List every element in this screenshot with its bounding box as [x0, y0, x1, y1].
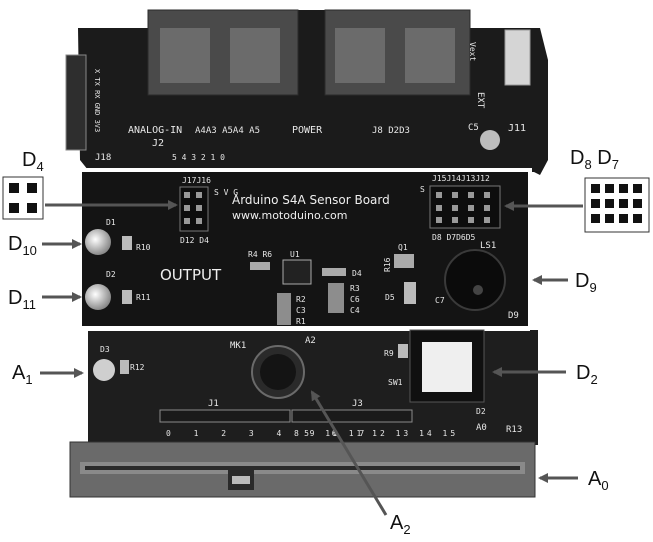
label-j3: J3 — [352, 399, 363, 409]
capacitor-c5 — [480, 130, 500, 150]
label-j2-pins: 5 4 3 2 1 0 — [172, 153, 225, 162]
smd-column-right — [328, 283, 344, 313]
arrow-a2 — [310, 390, 388, 516]
header-d8-d5-pins — [429, 185, 501, 229]
label-ls1: LS1 — [480, 241, 496, 251]
buzzer-ls1 — [444, 249, 506, 311]
label-c4: C4 — [350, 306, 360, 315]
buzzer-hole — [473, 285, 483, 295]
label-d3: D3 — [100, 345, 110, 354]
diode-d5 — [404, 282, 416, 304]
label-u1: U1 — [290, 250, 300, 259]
label-j8: J8 D2D3 — [372, 126, 410, 136]
diode-d4 — [322, 268, 346, 276]
label-r13: R13 — [506, 425, 522, 435]
label-d4: D4 — [352, 269, 362, 278]
board-title: Arduino S4A Sensor Board — [232, 193, 390, 207]
smd-column — [277, 293, 291, 325]
label-j2: J2 — [152, 138, 164, 149]
label-c3: C3 — [296, 306, 306, 315]
callout-d10: D10 — [8, 233, 37, 258]
label-d1: D1 — [106, 218, 116, 227]
resistor-r10 — [122, 236, 132, 250]
label-r16: R16 — [383, 257, 392, 272]
label-r11: R11 — [136, 293, 151, 302]
label-d8d5: D8 D7D6D5 — [432, 233, 476, 242]
screw-terminal-left — [147, 9, 299, 96]
label-r4r6: R4 R6 — [248, 250, 272, 259]
label-c6: C6 — [350, 295, 360, 304]
led-d1 — [85, 229, 111, 255]
label-r2: R2 — [296, 295, 306, 304]
header-d4-pins — [179, 186, 209, 232]
label-r3: R3 — [350, 284, 360, 293]
screw-terminal-right — [324, 9, 471, 96]
pin-pattern-2x3-icon — [2, 176, 44, 220]
label-j1: J1 — [208, 399, 219, 409]
header-j3 — [291, 409, 413, 423]
callout-d4: D4 — [22, 149, 44, 174]
header-j1 — [159, 409, 291, 423]
label-mk1: MK1 — [230, 341, 246, 351]
push-button-cap — [422, 342, 472, 392]
microphone-core — [260, 354, 296, 390]
connector-j18 — [65, 54, 87, 151]
pin-pattern-4x3-icon — [584, 177, 650, 233]
callout-a0: A0 — [588, 468, 609, 493]
label-j16-block: J17J16 — [182, 176, 211, 185]
label-d5: D5 — [385, 293, 395, 302]
callout-d2: D2 — [576, 362, 598, 387]
label-analog-header: ANALOG-IN — [128, 125, 182, 136]
label-svg-left: S V G — [214, 188, 238, 197]
label-j11: J11 — [508, 123, 526, 134]
callout-a2: A2 — [390, 512, 411, 537]
label-d2-switch: D2 — [476, 407, 486, 416]
label-d9: D9 — [508, 311, 519, 321]
output-label: OUTPUT — [160, 266, 222, 284]
label-q1: Q1 — [398, 243, 408, 252]
label-r1: R1 — [296, 317, 306, 326]
label-d2-led: D2 — [106, 270, 116, 279]
label-r10: R10 — [136, 243, 151, 252]
label-ext: EXT — [475, 92, 485, 109]
label-a2-board: A2 — [305, 336, 316, 346]
label-vext: Vext — [468, 42, 477, 61]
callout-a1: A1 — [12, 362, 33, 387]
resistor-r9 — [398, 344, 408, 358]
label-d12d4: D12 D4 — [180, 236, 209, 245]
label-j18: J18 — [95, 153, 111, 163]
board-url: www.motoduino.com — [232, 209, 347, 222]
label-r9: R9 — [384, 349, 394, 358]
label-analog-pins: A4A3 A5A4 A5 — [195, 126, 260, 136]
label-j18-pins: X TX RX GND 3V3 — [93, 69, 101, 132]
label-c5: C5 — [468, 123, 479, 133]
label-r12: R12 — [130, 363, 145, 372]
light-sensor-d3 — [93, 359, 115, 381]
resistor-r4r6 — [250, 262, 270, 270]
label-a0-board: A0 — [476, 423, 487, 433]
label-sw1: SW1 — [388, 378, 403, 387]
transistor-q1 — [394, 254, 414, 268]
callout-d11: D11 — [8, 287, 36, 312]
label-j15-block: J15J14J13J12 — [432, 174, 490, 183]
slide-potentiometer-r13 — [69, 441, 536, 498]
chip-u1 — [282, 259, 312, 285]
label-j3-pins: 8 9 10 11 12 13 14 15 — [294, 429, 458, 438]
resistor-r11 — [122, 290, 132, 304]
white-divider — [80, 327, 530, 331]
callout-d8-d7: D8 D7 — [570, 147, 619, 172]
resistor-r12 — [120, 360, 129, 374]
led-d2 — [85, 284, 111, 310]
label-power: POWER — [292, 125, 323, 136]
label-c7: C7 — [435, 296, 445, 305]
label-j1-pins: 0 1 2 3 4 5 6 7 — [166, 429, 373, 438]
white-jack — [504, 29, 531, 86]
callout-d9: D9 — [575, 270, 597, 295]
